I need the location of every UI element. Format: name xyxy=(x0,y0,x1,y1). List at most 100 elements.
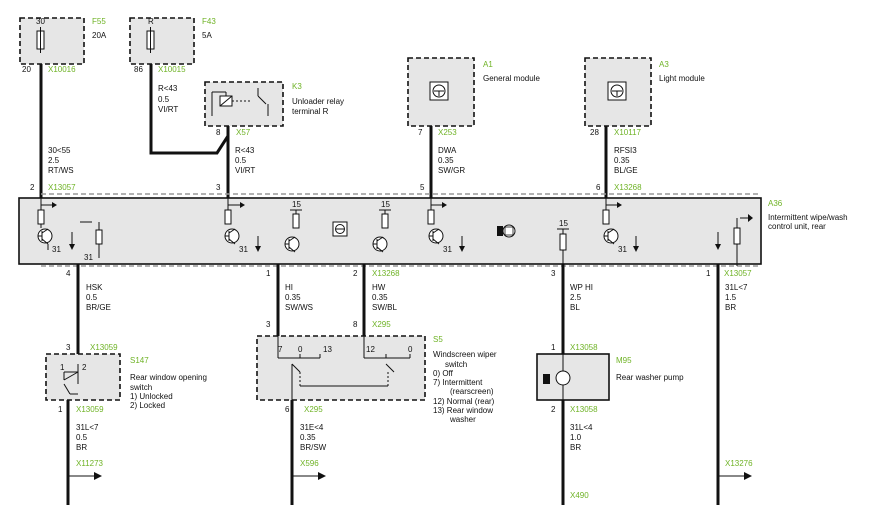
s147-conn-bottom: X13059 xyxy=(76,405,104,414)
wire-m1-l1: HSK xyxy=(86,283,103,292)
a36-supply-2: 15 xyxy=(381,200,390,209)
a36-stage-7: 31 xyxy=(602,198,639,254)
wire-m2-l2: 0.35 xyxy=(285,293,301,302)
f55-pin-top: 30 xyxy=(36,17,45,26)
a1-pin: 7 xyxy=(418,128,423,137)
wire-b2-l1: 31E<4 xyxy=(300,423,324,432)
a36-stage-3: 15 xyxy=(284,200,302,253)
bottom-wires xyxy=(66,400,752,505)
m95-pin-bottom: 2 xyxy=(551,405,556,414)
module-a1: A1 General module 7 X253 xyxy=(407,57,540,137)
a36-top-pin-2: 3 xyxy=(216,183,221,192)
s5-conn-bottom: X295 xyxy=(304,405,323,414)
s147-contact-b: 2 xyxy=(82,363,87,372)
wire-t1-l3: RT/WS xyxy=(48,166,74,175)
a36-top-pin-1: 2 xyxy=(30,183,35,192)
m95-conn-bottom: X13058 xyxy=(570,405,598,414)
m95-pin-top: 1 xyxy=(551,343,556,352)
a36-top-conn-4: X13268 xyxy=(614,183,642,192)
fuse-f55: 30 F55 20A 20 X10016 xyxy=(19,17,107,74)
end-connector-4: X13276 xyxy=(725,459,753,468)
a36-stage-4: 15 xyxy=(372,200,391,253)
a36-stage-5: 31 xyxy=(427,198,465,254)
a36-bot-pin-3: 2 xyxy=(353,269,358,278)
wire-m3-l1: HW xyxy=(372,283,386,292)
s5-pin-tr: 8 xyxy=(353,320,358,329)
a36-name-1: Intermittent wipe/wash xyxy=(768,213,848,222)
s5-c7: 7 xyxy=(278,345,283,354)
s147-name-1: Rear window opening xyxy=(130,373,207,382)
s147-id: S147 xyxy=(130,356,149,365)
end-connector-2: X596 xyxy=(300,459,319,468)
wire-b2-l3: BR/SW xyxy=(300,443,327,452)
a36-id: A36 xyxy=(768,199,783,208)
f43-pin-top: R xyxy=(148,17,154,26)
a36-name-2: control unit, rear xyxy=(768,222,826,231)
wire-m4-l1: WP HI xyxy=(570,283,593,292)
wire-b1-l3: BR xyxy=(76,443,87,452)
mid-wire-labels: HSK 0.5 BR/GE HI 0.35 SW/WS HW 0.35 SW/B… xyxy=(86,283,748,312)
s5-pos-7b: (rearscreen) xyxy=(450,387,494,396)
wire-m1-l3: BR/GE xyxy=(86,303,111,312)
a36-top-pin-4: 6 xyxy=(596,183,601,192)
f55-id: F55 xyxy=(92,17,106,26)
f43-connector: X10015 xyxy=(158,65,186,74)
s147-pin-bottom: 1 xyxy=(58,405,63,414)
m95-id: M95 xyxy=(616,356,632,365)
a36-bot-pin-2: 1 xyxy=(266,269,271,278)
a36-supply-1: 15 xyxy=(292,200,301,209)
s147-name-2: switch xyxy=(130,383,152,392)
wire-m1-l2: 0.5 xyxy=(86,293,98,302)
wire-b3-l1: 31L<4 xyxy=(570,423,593,432)
wire-b1-l1: 31L<7 xyxy=(76,423,99,432)
a36-ground-5: 31 xyxy=(618,245,627,254)
wire-m2-l3: SW/WS xyxy=(285,303,313,312)
relay-k3: K3 Unloader relay terminal R 8 X57 xyxy=(204,81,344,137)
m95-name: Rear washer pump xyxy=(616,373,684,382)
k3-id: K3 xyxy=(292,82,302,91)
k3-name-2: terminal R xyxy=(292,107,329,116)
a36-ground-3: 31 xyxy=(239,245,248,254)
wire-m3-l3: SW/BL xyxy=(372,303,397,312)
s5-name-1: Windscreen wiper xyxy=(433,350,497,359)
wire-m5-l2: 1.5 xyxy=(725,293,737,302)
f55-pin-bottom: 20 xyxy=(22,65,31,74)
wire-t3-l1: R<43 xyxy=(235,146,255,155)
wire-t5-l1: RFSI3 xyxy=(614,146,637,155)
a3-name: Light module xyxy=(659,74,705,83)
f43-pin-bottom: 86 xyxy=(134,65,143,74)
a36-stage-1: 31 31 xyxy=(37,198,103,262)
s5-c0b: 0 xyxy=(408,345,413,354)
k3-connector: X57 xyxy=(236,128,251,137)
k3-pin: 8 xyxy=(216,128,221,137)
a3-id: A3 xyxy=(659,60,669,69)
a36-bot-pin-4: 3 xyxy=(551,269,556,278)
wire-m4-l3: BL xyxy=(570,303,580,312)
wire-t2-l2: 0.5 xyxy=(158,95,170,104)
wire-t4-l2: 0.35 xyxy=(438,156,454,165)
s147-pos-2: 2) Locked xyxy=(130,401,165,410)
f55-rating: 20A xyxy=(92,31,107,40)
end-connector-1: X11273 xyxy=(76,459,104,468)
s147-conn-top: X13059 xyxy=(90,343,118,352)
s5-conn-top: X295 xyxy=(372,320,391,329)
wire-m4-l2: 2.5 xyxy=(570,293,582,302)
bottom-wire-labels: 31L<7 0.5 BR 31E<4 0.35 BR/SW 31L<4 1.0 … xyxy=(76,423,753,500)
top-wires xyxy=(39,64,608,198)
a1-id: A1 xyxy=(483,60,493,69)
wire-t3-l2: 0.5 xyxy=(235,156,247,165)
m95-conn-top: X13058 xyxy=(570,343,598,352)
a36-supply-3: 15 xyxy=(559,219,568,228)
s5-pin-bottom: 6 xyxy=(285,405,290,414)
k3-name-1: Unloader relay xyxy=(292,97,344,106)
a36-top-conn-1: X13057 xyxy=(48,183,76,192)
a3-connector: X10117 xyxy=(614,128,642,137)
a1-connector: X253 xyxy=(438,128,457,137)
module-a3: A3 Light module 28 X10117 xyxy=(584,57,705,137)
a36-ground-4: 31 xyxy=(443,245,452,254)
wire-t4-l1: DWA xyxy=(438,146,457,155)
s5-pos-13a: 13) Rear window xyxy=(433,406,493,415)
wire-t1-l1: 30<55 xyxy=(48,146,71,155)
pump-m95: 1 X13058 2 X13058 M95 Rear washer pump xyxy=(536,343,684,414)
wire-b3-l3: BR xyxy=(570,443,581,452)
